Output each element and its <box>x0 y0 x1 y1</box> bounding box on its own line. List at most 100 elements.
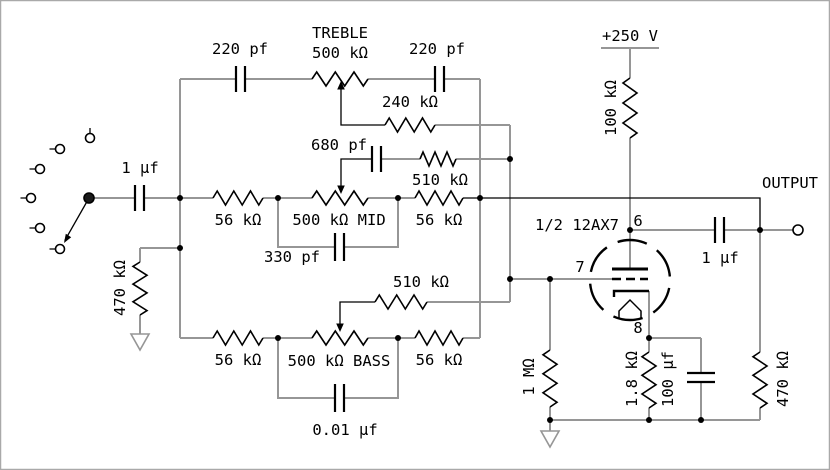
arrowhead-layer <box>64 81 345 332</box>
switch-pole <box>83 192 95 204</box>
junction-dot <box>507 156 513 162</box>
rotary-switch <box>20 128 96 255</box>
junction-dot <box>698 417 704 423</box>
label-pin-cathode: 8 <box>633 319 642 337</box>
bass-wiper-link <box>339 301 375 325</box>
label-bass-series-right: 56 kΩ <box>416 351 463 369</box>
switch-contact-leads <box>20 128 91 250</box>
mid-shunt-branch <box>277 198 399 248</box>
thin-wire-layer <box>64 88 761 325</box>
junction-dot <box>627 227 633 233</box>
treble-cap-right <box>433 66 446 92</box>
label-layer: 220 pf TREBLE 500 kΩ 220 pf 240 kΩ 680 p… <box>111 24 818 439</box>
label-bass-shunt-cap: 0.01 μf <box>312 421 377 439</box>
bass-wiper-resistor-510k <box>374 293 428 311</box>
label-tube-name: 1/2 12AX7 <box>535 216 619 234</box>
junction-dot <box>395 195 401 201</box>
label-output-cap: 1 μf <box>701 249 738 267</box>
junction-dot <box>177 245 183 251</box>
bass-pot-resistor <box>311 329 369 347</box>
grid-resistor-1M <box>541 349 559 408</box>
label-output-resistor: 470 kΩ <box>774 351 792 407</box>
label-treble-cap-left: 220 pf <box>212 40 268 58</box>
ground-rail <box>549 419 760 431</box>
label-mid-series-right: 56 kΩ <box>416 211 463 229</box>
bass-shunt-branch <box>277 338 399 399</box>
label-supply: +250 V <box>602 27 658 45</box>
label-mid-pot: 500 kΩ MID <box>292 211 385 229</box>
label-mid-series-left: 56 kΩ <box>215 211 262 229</box>
label-bass-wiper-resistor: 510 kΩ <box>393 273 449 291</box>
treble-pot-resistor <box>311 70 369 88</box>
wire-layer <box>94 47 793 449</box>
cathode-resistor-1k8 <box>640 351 658 409</box>
switch-contact <box>54 143 66 155</box>
ground-symbol-input <box>129 333 151 352</box>
switch-arrow-head <box>64 233 72 243</box>
mid-wiper-link <box>340 158 372 187</box>
mid-wiper-arrow <box>337 185 345 194</box>
output-resistor-470k <box>751 351 769 409</box>
output-terminal <box>792 224 804 236</box>
junction-dot <box>646 417 652 423</box>
bass-wiper-arrow <box>336 323 344 332</box>
label-grid-resistor: 1 MΩ <box>520 358 538 395</box>
mid-wiper-cap-680pf <box>370 146 383 172</box>
output-cap <box>713 217 726 243</box>
junction-dot <box>757 227 763 233</box>
treble-wiper-wire <box>340 88 385 126</box>
supply-wire <box>601 47 659 78</box>
bass-series-resistor-left <box>212 329 264 347</box>
plate-resistor-100k <box>621 77 639 139</box>
bass-shunt-cap <box>333 384 346 412</box>
label-mid-shunt-cap: 330 pf <box>264 248 320 266</box>
component-layer <box>20 66 804 412</box>
feedback-wire <box>463 197 761 230</box>
treble-cap-left <box>234 66 247 92</box>
label-plate-resistor: 100 kΩ <box>602 80 620 136</box>
junction-dot <box>275 195 281 201</box>
junction-dot <box>395 335 401 341</box>
label-input-cap: 1 μf <box>121 159 158 177</box>
label-pin-grid: 7 <box>575 258 584 276</box>
junction-layer <box>177 156 763 423</box>
ground-symbol-cathode <box>539 430 561 449</box>
mid-shunt-cap-330pf <box>333 233 346 261</box>
label-mid-wiper-cap: 680 pf <box>311 136 367 154</box>
mid-pot-resistor <box>311 189 369 207</box>
label-treble-name: TREBLE <box>312 24 368 42</box>
junction-dot <box>547 276 553 282</box>
bass-series-resistor-right <box>414 329 464 347</box>
slope-resistor-240k <box>384 116 436 134</box>
cathode-bypass-cap-100uf <box>687 371 715 384</box>
switch-contact <box>25 192 37 204</box>
switch-contact <box>34 163 46 175</box>
junction-dot <box>477 195 483 201</box>
tube-cathode <box>612 289 649 297</box>
label-treble-pot: 500 kΩ <box>312 44 368 62</box>
junction-dot <box>507 276 513 282</box>
input-cap <box>133 185 146 211</box>
tube-envelope <box>588 238 672 322</box>
switch-contact <box>84 132 96 144</box>
label-bass-series-left: 56 kΩ <box>215 351 262 369</box>
label-pin-plate: 6 <box>633 212 642 230</box>
junction-dot <box>547 417 553 423</box>
label-mid-wiper-resistor: 510 kΩ <box>412 171 468 189</box>
cathode-cap-branch <box>649 337 702 420</box>
junction-dot <box>275 335 281 341</box>
switch-contact <box>54 243 66 255</box>
input-resistor-470k <box>131 261 149 316</box>
junction-dot <box>646 335 652 341</box>
tube-heater <box>618 298 642 318</box>
label-treble-cap-right: 220 pf <box>409 40 465 58</box>
treble-wiper-arrow <box>337 81 345 90</box>
label-output: OUTPUT <box>762 174 818 192</box>
mid-wiper-resistor-510k <box>419 149 457 169</box>
label-bass-pot: 500 kΩ BASS <box>288 352 391 370</box>
mid-series-resistor-right <box>414 189 464 207</box>
label-slope-resistor: 240 kΩ <box>382 93 438 111</box>
switch-arrow-shaft <box>64 197 90 241</box>
